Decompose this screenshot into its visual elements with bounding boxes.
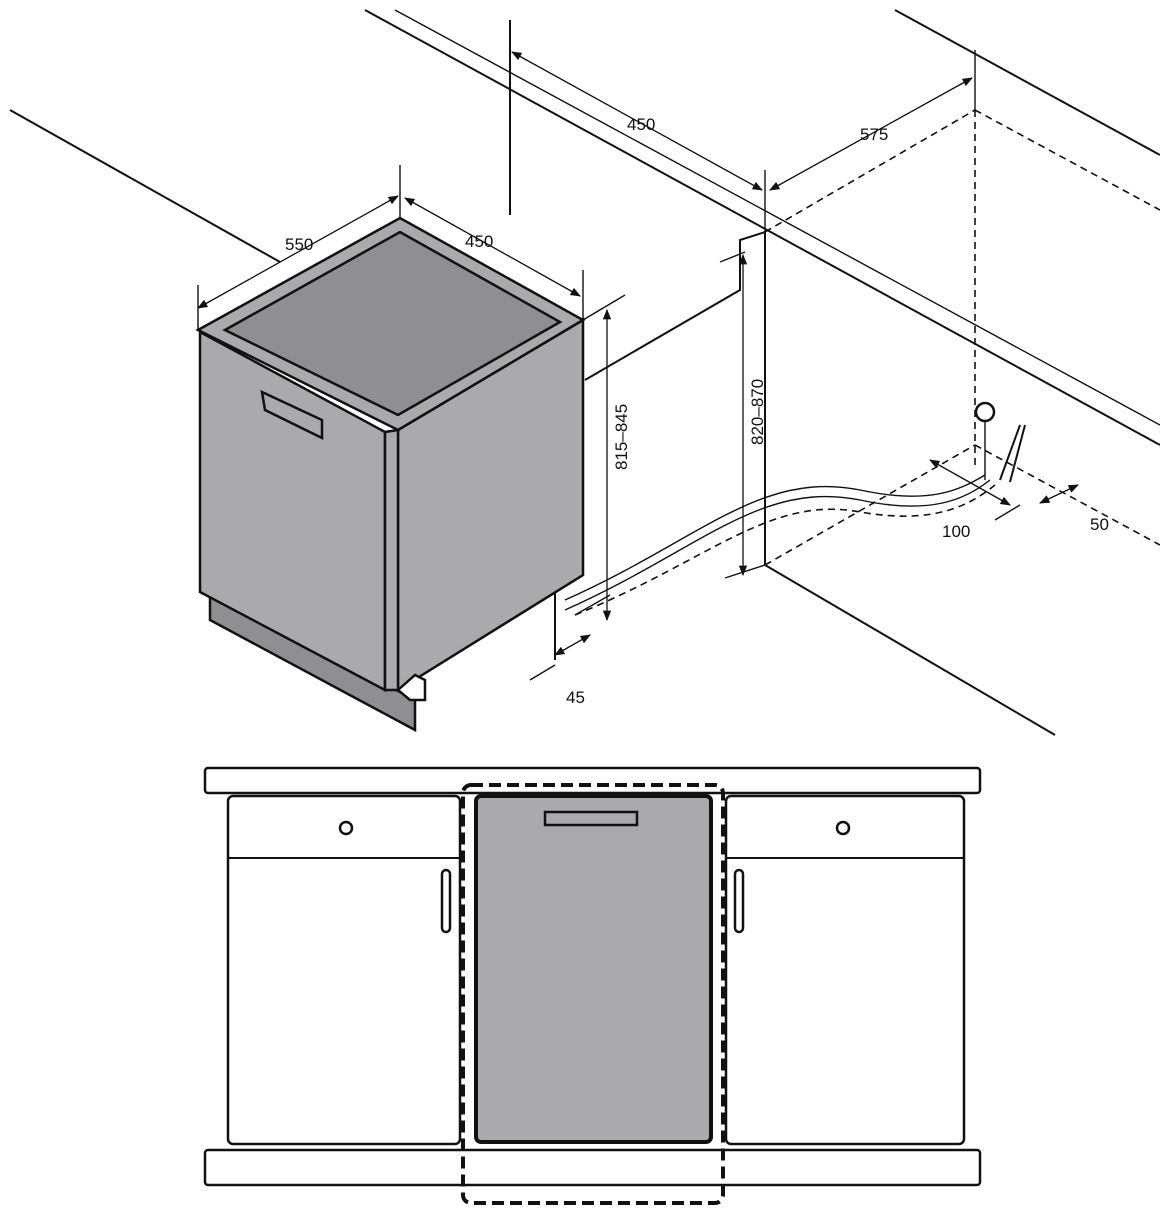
dishwasher-unit: [195, 216, 586, 733]
dim-niche-depth: [769, 77, 973, 191]
countertop: [203, 766, 982, 795]
dim-hose-side: [929, 459, 1011, 506]
left-cabinet-handle: [440, 868, 452, 934]
dim-unit-width: [404, 197, 581, 297]
isometric-view: 550 450 450 575 815–845 820–870 100 50 4…: [9, 9, 1160, 736]
label-hose-side: 100: [942, 522, 970, 541]
dishwasher-front-panel: [474, 794, 713, 1144]
right-cabinet-bottom-edge: [764, 564, 1056, 736]
plinth-board: [203, 1148, 982, 1187]
wall-top-edge: [894, 9, 1160, 156]
label-plinth-recess: 45: [566, 688, 585, 707]
installation-outline: [461, 783, 725, 1205]
label-niche-height: 820–870: [748, 379, 767, 445]
label-unit-height: 815–845: [612, 404, 631, 470]
right-cabinet-handle: [733, 868, 745, 934]
door-handle: [260, 389, 324, 441]
dim-unit-depth: [197, 195, 399, 309]
countertop-edge: [364, 9, 1160, 446]
right-cabinet: [724, 794, 966, 1146]
left-cabinet: [226, 794, 462, 1146]
label-hose-wall: 50: [1090, 515, 1109, 534]
dim-niche-width: [511, 51, 763, 191]
drain-hose: [1009, 424, 1026, 483]
foot: [396, 673, 427, 702]
left-knob-icon: [338, 820, 354, 836]
hose: [564, 474, 986, 601]
label-unit-depth: 550: [285, 235, 313, 254]
tap-valve-icon: [974, 401, 996, 423]
front-view: [203, 766, 982, 1205]
label-niche-width: 450: [627, 115, 655, 134]
dim-hose-wall: [1039, 484, 1079, 504]
right-knob-icon: [835, 820, 851, 836]
label-unit-width: 450: [465, 232, 493, 251]
dim-plinth-recess: [554, 634, 591, 656]
floor-left-line: [9, 109, 281, 263]
label-niche-depth: 575: [860, 125, 888, 144]
dishwasher-handle: [543, 810, 639, 827]
